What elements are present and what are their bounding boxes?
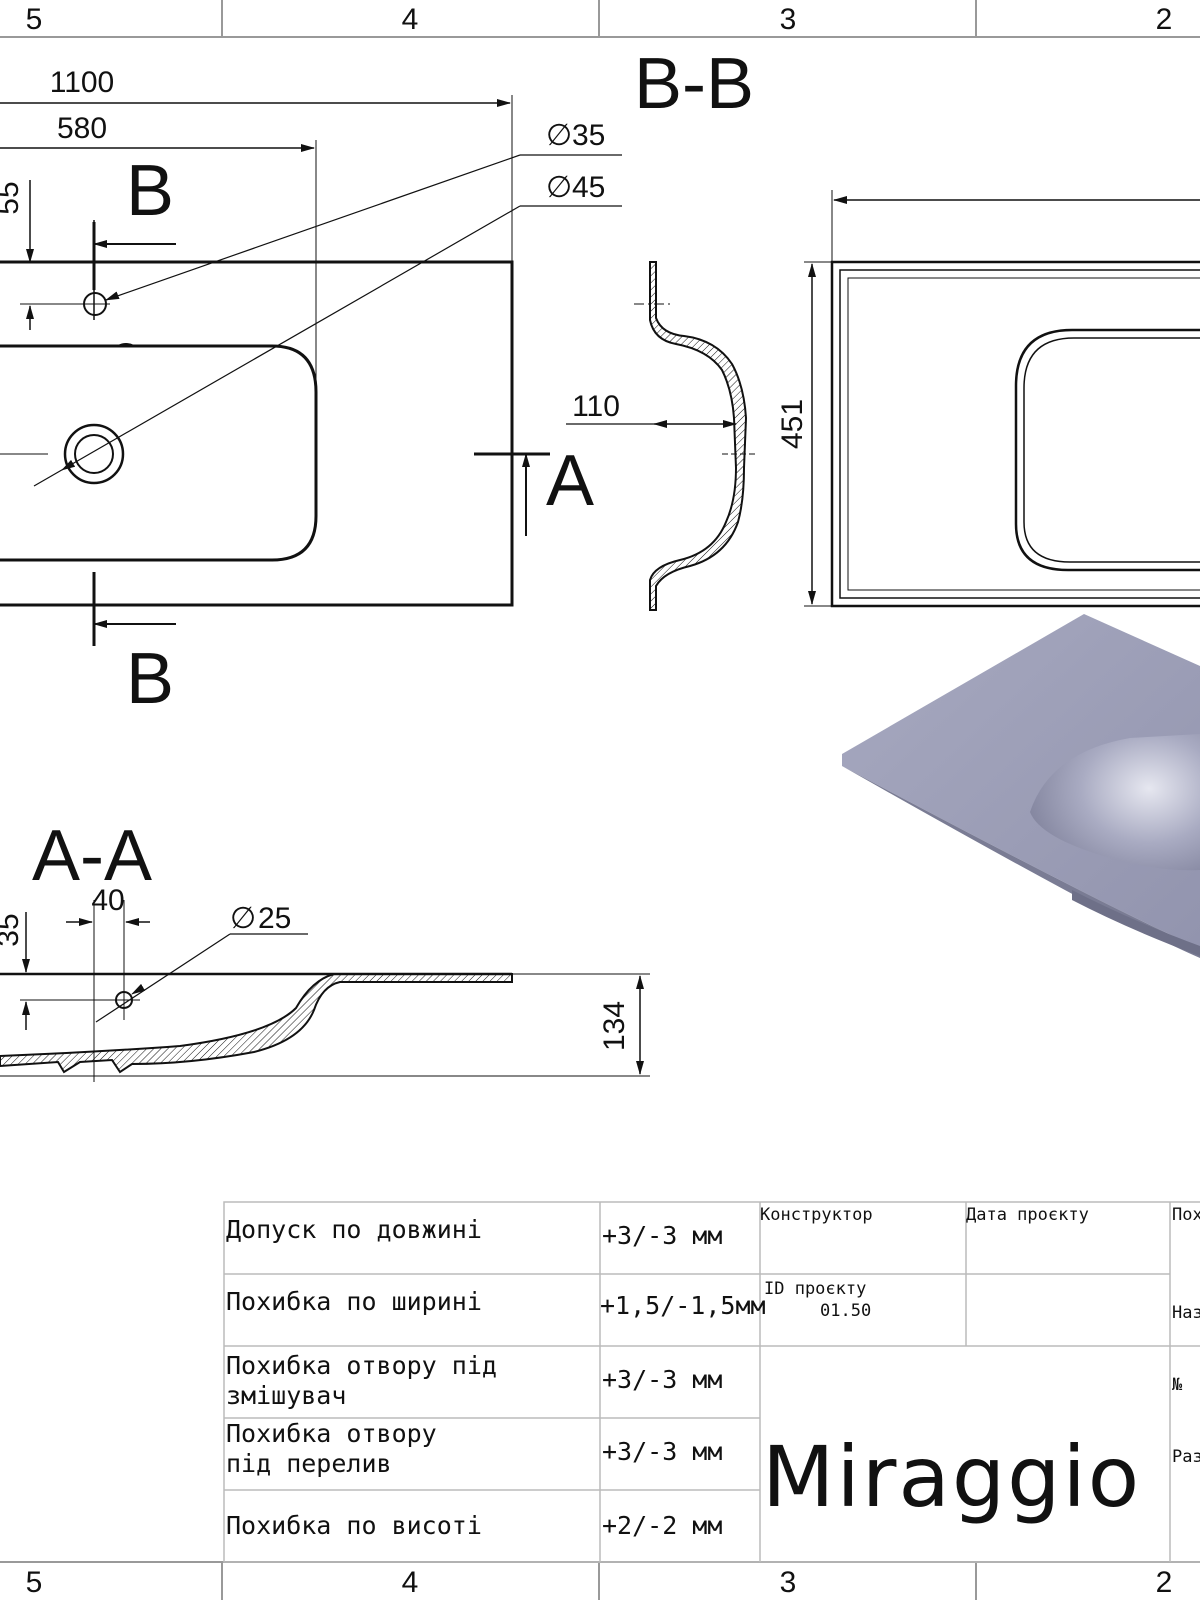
title-block-fields: Конструктор Дата проєкту ID проєкту 01.5… [760, 1205, 1200, 1526]
right-col-label: Раз [1172, 1447, 1200, 1467]
dim-hole-spacing: 40 [91, 884, 124, 917]
dim-drain-diameter-symbol: ∅ [546, 171, 572, 204]
section-a-label: A [546, 441, 594, 521]
designer-label: Конструктор [760, 1205, 873, 1225]
right-col-label: Пох [1172, 1205, 1200, 1225]
tolerance-value: +2/-2 мм [602, 1511, 722, 1540]
tolerance-value: +3/-3 мм [602, 1221, 722, 1250]
section-b-label-bottom: B [126, 639, 174, 719]
tolerance-label: Допуск по довжині [226, 1215, 482, 1244]
dim-edge-offset: 55 [0, 181, 25, 214]
dim-width: 451 [776, 399, 809, 449]
dim-overflow-diameter: 25 [258, 902, 291, 935]
tolerance-table: Допуск по довжині +3/-3 мм Похибка по ши… [226, 1215, 766, 1540]
tolerance-label: Похибка по ширині [226, 1287, 482, 1316]
zone-bottom-3: 3 [780, 1566, 797, 1599]
dim-overflow-diameter-symbol: ∅ [230, 902, 256, 935]
zone-bottom-4: 4 [402, 1566, 419, 1599]
dim-length: 1100 [50, 66, 115, 99]
section-aa-view [0, 900, 650, 1082]
drain-inner [74, 434, 114, 474]
dim-bowl-depth-bb: 110 [572, 390, 620, 423]
zone-bottom-5: 5 [26, 1566, 43, 1599]
project-id-label: ID проєкту [764, 1279, 866, 1299]
tolerance-value: +3/-3 мм [602, 1437, 722, 1466]
dim-drain-diameter: 45 [572, 171, 605, 204]
project-id: 01.50 [820, 1301, 871, 1321]
date-label: Дата проєкту [966, 1205, 1089, 1225]
zone-top-5: 5 [26, 3, 43, 36]
dim-edge-offset-aa: 35 [0, 913, 25, 946]
tolerance-label: Похибка по висоті [226, 1511, 482, 1540]
section-aa-title: A-A [32, 816, 152, 896]
drain-outer [63, 423, 125, 485]
zone-top-3: 3 [780, 3, 797, 36]
brand-logo: Miraggio [762, 1428, 1141, 1526]
section-bb-view [566, 261, 756, 611]
tolerance-value: +1,5/-1,5мм [600, 1291, 766, 1320]
dim-mixer-diameter: 35 [572, 119, 605, 152]
product-render [842, 614, 1200, 958]
section-bb-title: B-B [634, 44, 754, 124]
zone-top-2: 2 [1156, 3, 1173, 36]
zone-top-4: 4 [402, 3, 419, 36]
tolerance-label: Похибка отвору під перелив [226, 1419, 452, 1478]
right-col-label: Наз [1172, 1303, 1200, 1323]
plan-view [0, 95, 622, 646]
tolerance-value: +3/-3 мм [602, 1365, 722, 1394]
dim-height: 134 [598, 1001, 631, 1051]
section-b-label-top: B [126, 151, 174, 231]
dim-hole-offset: 580 [57, 112, 107, 145]
tolerance-label: Похибка отвору під змішувач [226, 1351, 512, 1410]
side-view [804, 190, 1200, 608]
dim-mixer-diameter-symbol: ∅ [546, 119, 572, 152]
zone-bottom-2: 2 [1156, 1566, 1173, 1599]
right-col-label: № [1172, 1375, 1183, 1395]
title-block-grid [223, 1201, 1200, 1563]
